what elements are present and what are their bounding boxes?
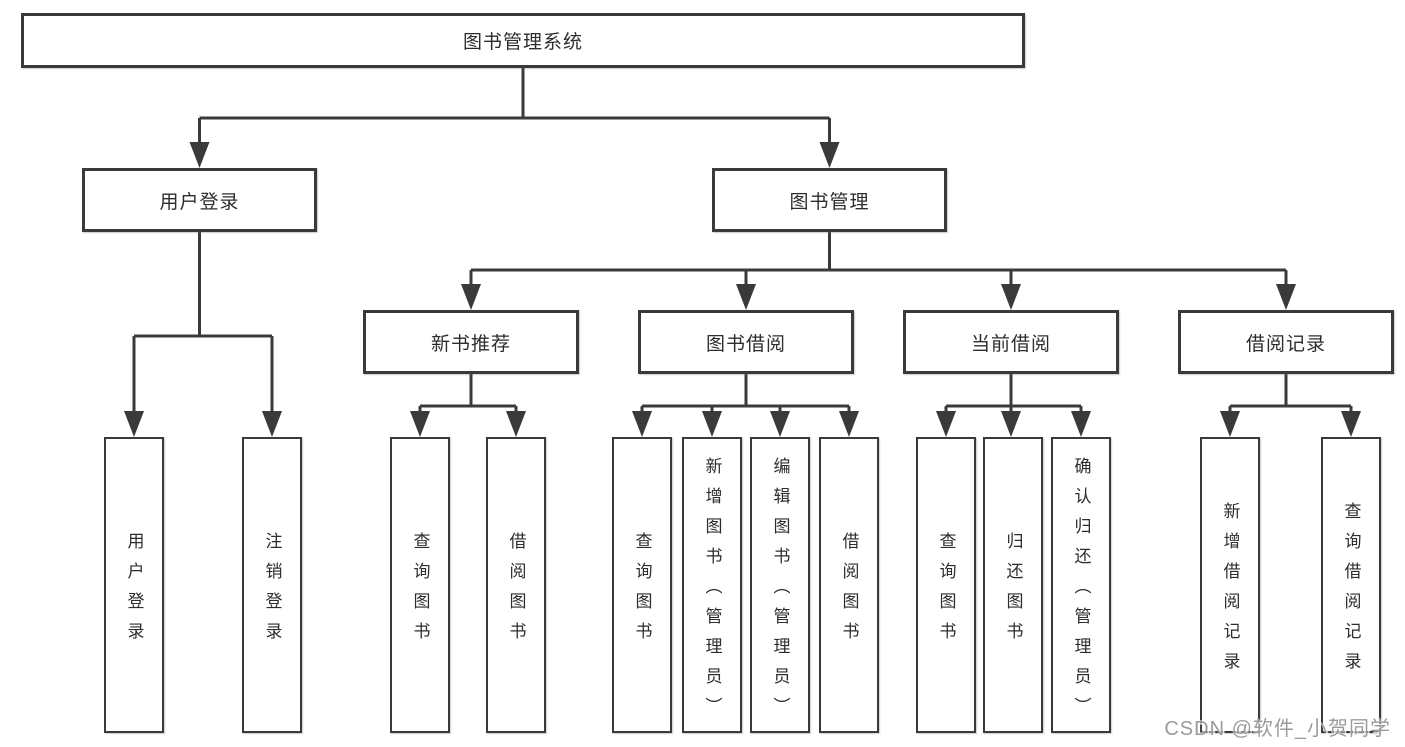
leaf-cb-confirm-return-admin: 确认归还（管理员） xyxy=(1051,437,1111,733)
leaf-bb-edit-books-admin: 编辑图书（管理员） xyxy=(750,437,810,733)
arrowhead xyxy=(506,411,526,437)
arrowhead xyxy=(839,411,859,437)
node-current-borrowing: 当前借阅 xyxy=(903,310,1119,374)
leaf-logout: 注销登录 xyxy=(242,437,302,733)
watermark-text: CSDN @软件_小贺同学 xyxy=(1164,718,1391,740)
arrowhead xyxy=(1001,411,1021,437)
node-label: 查询图书 xyxy=(410,531,430,652)
node-label: 新增借阅记录 xyxy=(1220,501,1240,682)
arrowhead xyxy=(189,142,210,168)
node-label: 新增图书（管理员） xyxy=(702,456,722,727)
node-label: 确认归还（管理员） xyxy=(1071,456,1091,727)
leaf-br-search-record: 查询借阅记录 xyxy=(1321,437,1381,733)
arrowhead xyxy=(1276,284,1296,310)
arrowhead xyxy=(936,411,956,437)
arrowhead xyxy=(1001,284,1021,310)
arrowhead xyxy=(770,411,790,437)
arrowhead xyxy=(702,411,722,437)
node-label: 新书推荐 xyxy=(430,333,511,355)
node-label: 用户登录 xyxy=(159,191,240,213)
node-label: 图书管理 xyxy=(789,191,870,213)
node-new-book-recommend: 新书推荐 xyxy=(363,310,579,374)
leaf-bb-search-books: 查询图书 xyxy=(612,437,672,733)
node-book-borrowing: 图书借阅 xyxy=(638,310,854,374)
leaf-rec-borrow-books: 借阅图书 xyxy=(486,437,546,733)
node-label: 查询图书 xyxy=(936,531,956,652)
leaf-rec-search-books: 查询图书 xyxy=(390,437,450,733)
node-label: 编辑图书（管理员） xyxy=(770,456,790,727)
node-label: 借阅图书 xyxy=(839,531,859,652)
node-label: 归还图书 xyxy=(1003,531,1023,652)
arrowhead xyxy=(410,411,430,437)
node-book-management: 图书管理 xyxy=(712,168,947,232)
node-label: 当前借阅 xyxy=(970,333,1051,355)
arrowhead xyxy=(632,411,652,437)
arrowhead xyxy=(1341,411,1361,437)
arrowhead xyxy=(124,411,144,437)
node-user-login: 用户登录 xyxy=(82,168,317,232)
node-label: 用户登录 xyxy=(124,531,144,652)
node-label: 查询图书 xyxy=(632,531,652,652)
arrowhead xyxy=(461,284,481,310)
node-label: 图书借阅 xyxy=(705,333,786,355)
arrowhead xyxy=(1071,411,1091,437)
arrowhead xyxy=(1220,411,1240,437)
arrowhead xyxy=(262,411,282,437)
leaf-bb-borrow-books: 借阅图书 xyxy=(819,437,879,733)
leaf-br-add-record: 新增借阅记录 xyxy=(1200,437,1260,733)
node-label: 注销登录 xyxy=(262,531,282,652)
leaf-cb-return-books: 归还图书 xyxy=(983,437,1043,733)
node-root: 图书管理系统 xyxy=(21,13,1025,68)
leaf-cb-search-books: 查询图书 xyxy=(916,437,976,733)
leaf-user-login: 用户登录 xyxy=(104,437,164,733)
node-label: 借阅记录 xyxy=(1245,333,1326,355)
arrowhead xyxy=(736,284,756,310)
node-label: 图书管理系统 xyxy=(462,32,583,53)
leaf-bb-add-books-admin: 新增图书（管理员） xyxy=(682,437,742,733)
arrowhead xyxy=(819,142,840,168)
node-borrowing-records: 借阅记录 xyxy=(1178,310,1394,374)
node-label: 查询借阅记录 xyxy=(1341,501,1361,682)
node-label: 借阅图书 xyxy=(506,531,526,652)
